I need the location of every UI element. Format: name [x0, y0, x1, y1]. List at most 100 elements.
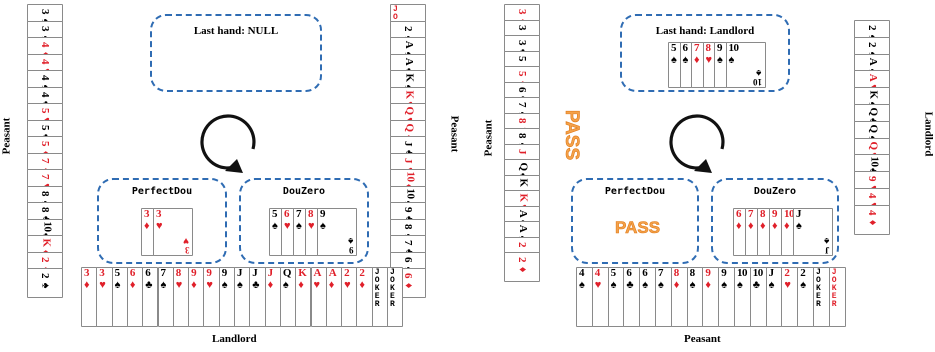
playing-card[interactable]: J♦ [504, 143, 540, 164]
playing-card[interactable]: 3♥ [96, 267, 113, 327]
playing-card[interactable]: K♠ [854, 87, 890, 108]
playing-card[interactable]: 10♠♠10 [725, 42, 766, 88]
playing-card[interactable]: K♦ [27, 235, 63, 255]
playing-card[interactable]: 4♠ [27, 70, 63, 90]
playing-card[interactable]: 8♣ [27, 202, 63, 223]
joker-card[interactable]: JOKER [390, 4, 426, 46]
playing-card[interactable]: A♠ [390, 37, 426, 57]
playing-card[interactable]: 8♠ [504, 128, 540, 148]
playing-card[interactable]: 6♠ [639, 267, 656, 327]
playing-card[interactable]: A♥ [854, 70, 890, 91]
playing-card[interactable]: 3♣ [504, 35, 540, 56]
playing-card[interactable]: 9♥ [854, 171, 890, 192]
playing-card[interactable]: 5♠ [668, 42, 681, 88]
playing-card[interactable]: 4♣ [27, 86, 63, 108]
playing-card[interactable]: 6♣ [142, 267, 159, 327]
playing-card[interactable]: J♠ [234, 267, 251, 327]
playing-card[interactable]: 6♣ [623, 267, 641, 327]
playing-card[interactable]: K♠ [390, 70, 426, 90]
playing-card[interactable]: 5♦ [27, 136, 63, 156]
playing-card[interactable]: J♦ [264, 267, 281, 327]
playing-card[interactable]: A♥ [310, 267, 327, 327]
playing-card[interactable]: 9♣ [390, 202, 426, 223]
playing-card[interactable]: J♣ [390, 136, 426, 157]
playing-card[interactable]: 9♠♠9 [317, 208, 357, 256]
playing-card[interactable]: K♥ [390, 86, 426, 107]
playing-card[interactable]: 7♠ [157, 267, 174, 327]
playing-card[interactable]: 7♠ [504, 97, 540, 117]
playing-card[interactable]: 2♦ [27, 251, 63, 272]
playing-card[interactable]: 5♦ [504, 66, 540, 86]
playing-card[interactable]: 10♣ [27, 218, 63, 240]
playing-card[interactable]: 4♦ [854, 204, 890, 235]
playing-card[interactable]: 9♠ [714, 42, 727, 88]
playing-card[interactable]: J♠ [765, 267, 783, 327]
playing-card[interactable]: K♦ [295, 267, 312, 327]
playing-card[interactable]: 8♠ [27, 185, 63, 206]
playing-card[interactable]: 4♥ [854, 188, 890, 209]
playing-card[interactable]: 9♦ [702, 267, 720, 327]
playing-card[interactable]: Q♠ [854, 120, 890, 141]
playing-card[interactable]: 7♥ [27, 169, 63, 190]
playing-card[interactable]: 7♠ [655, 267, 672, 327]
playing-card[interactable]: 6♣ [504, 81, 540, 103]
joker-card[interactable]: JOKER [813, 267, 830, 327]
playing-card[interactable]: Q♦ [390, 119, 426, 140]
playing-card[interactable]: Q♥ [854, 137, 890, 158]
playing-card[interactable]: 2♦ [504, 252, 540, 282]
playing-card[interactable]: A♣ [390, 53, 426, 75]
joker-card[interactable]: JOKER [371, 267, 388, 327]
playing-card[interactable]: 7♦ [691, 42, 704, 88]
playing-card[interactable]: 4♥ [27, 53, 63, 74]
playing-card[interactable]: 2♥ [341, 267, 358, 327]
playing-card[interactable]: 3♠ [504, 19, 540, 40]
playing-card[interactable]: K♥ [504, 190, 540, 211]
playing-card[interactable]: 5♠ [269, 208, 282, 256]
playing-card[interactable]: 2♠ [797, 267, 814, 327]
playing-card[interactable]: 10♠ [734, 267, 751, 327]
playing-card[interactable]: 2♠ [27, 268, 63, 298]
playing-card[interactable]: 3♠ [27, 4, 63, 24]
playing-card[interactable]: 4♦ [27, 37, 63, 57]
playing-card[interactable]: Q♣ [504, 159, 540, 180]
playing-card[interactable]: 2♦ [504, 236, 540, 257]
playing-card[interactable]: 8♠ [686, 267, 704, 327]
playing-card[interactable]: 10♣ [749, 267, 767, 327]
playing-card[interactable]: 8♥ [504, 112, 540, 133]
playing-card[interactable]: 5♥ [27, 103, 63, 124]
playing-card[interactable]: 7♣ [390, 235, 426, 256]
playing-card[interactable]: 4♠ [576, 267, 593, 327]
playing-card[interactable]: 3♠ [27, 20, 63, 41]
playing-card[interactable]: 8♦ [670, 267, 688, 327]
playing-card[interactable]: A♠ [854, 53, 890, 74]
playing-card[interactable]: 4♥ [591, 267, 609, 327]
playing-card[interactable]: Q♥ [390, 103, 426, 124]
playing-card[interactable]: 10♠ [390, 185, 426, 206]
playing-card[interactable]: 2♥ [781, 267, 799, 327]
playing-card[interactable]: K♠ [504, 174, 540, 195]
playing-card[interactable]: 9♥ [203, 267, 220, 327]
playing-card[interactable]: 2♠ [390, 20, 426, 41]
joker-card[interactable]: JOKER [828, 267, 846, 327]
playing-card[interactable]: 5♠ [607, 267, 625, 327]
playing-card[interactable]: J♥ [390, 152, 426, 173]
playing-card[interactable]: 5♣ [27, 119, 63, 141]
playing-card[interactable]: 9♠ [218, 267, 235, 327]
playing-card[interactable]: 5♠ [504, 50, 540, 71]
playing-card[interactable]: Q♣ [854, 104, 890, 125]
playing-card[interactable]: 3♥♥3 [153, 208, 193, 256]
playing-card[interactable]: 6♦ [126, 267, 144, 327]
playing-card[interactable]: A♣ [504, 205, 540, 227]
playing-card[interactable]: 9♦ [188, 267, 205, 327]
playing-card[interactable]: 3♦ [81, 267, 98, 327]
playing-card[interactable]: 5♠ [111, 267, 128, 327]
playing-card[interactable]: 8♥ [702, 42, 715, 88]
playing-card[interactable]: 10♣ [854, 154, 890, 176]
playing-card[interactable]: J♣ [249, 267, 266, 327]
playing-card[interactable]: 2♠ [854, 20, 890, 40]
playing-card[interactable]: 2♠ [854, 36, 890, 57]
playing-card[interactable]: 3♦ [504, 4, 540, 24]
playing-card[interactable]: 8♠ [390, 218, 426, 239]
playing-card[interactable]: 7♦ [27, 152, 63, 173]
playing-card[interactable]: 8♥ [172, 267, 190, 327]
